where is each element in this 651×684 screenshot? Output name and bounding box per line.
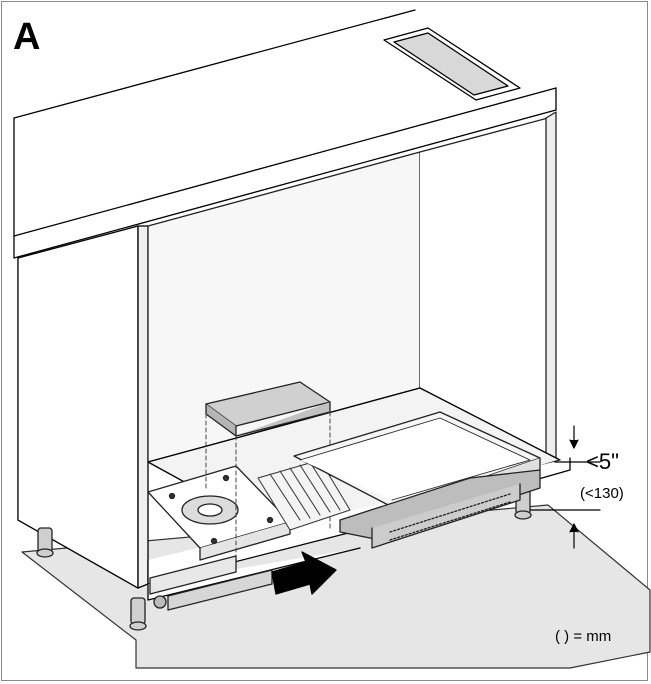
filter-box	[205, 381, 331, 437]
floor-plane	[21, 504, 651, 669]
dimension-inches-label: <5"	[586, 449, 619, 474]
vent-grille	[383, 27, 521, 101]
figure-label: A	[13, 16, 41, 58]
unit-legend: ( ) = mm	[555, 628, 612, 645]
insert-arrow	[271, 551, 337, 595]
cabinet-legs	[36, 487, 532, 631]
dimension-marker	[529, 425, 601, 549]
cabinet-interior	[147, 111, 557, 463]
countertop	[13, 9, 557, 259]
toe-kick	[149, 555, 273, 611]
dimension-mm-label: (<130)	[580, 485, 624, 502]
cabinet-side-panel	[17, 225, 149, 589]
flex-duct	[257, 459, 351, 531]
motor-unit	[293, 411, 541, 549]
blower-unit	[147, 465, 291, 561]
